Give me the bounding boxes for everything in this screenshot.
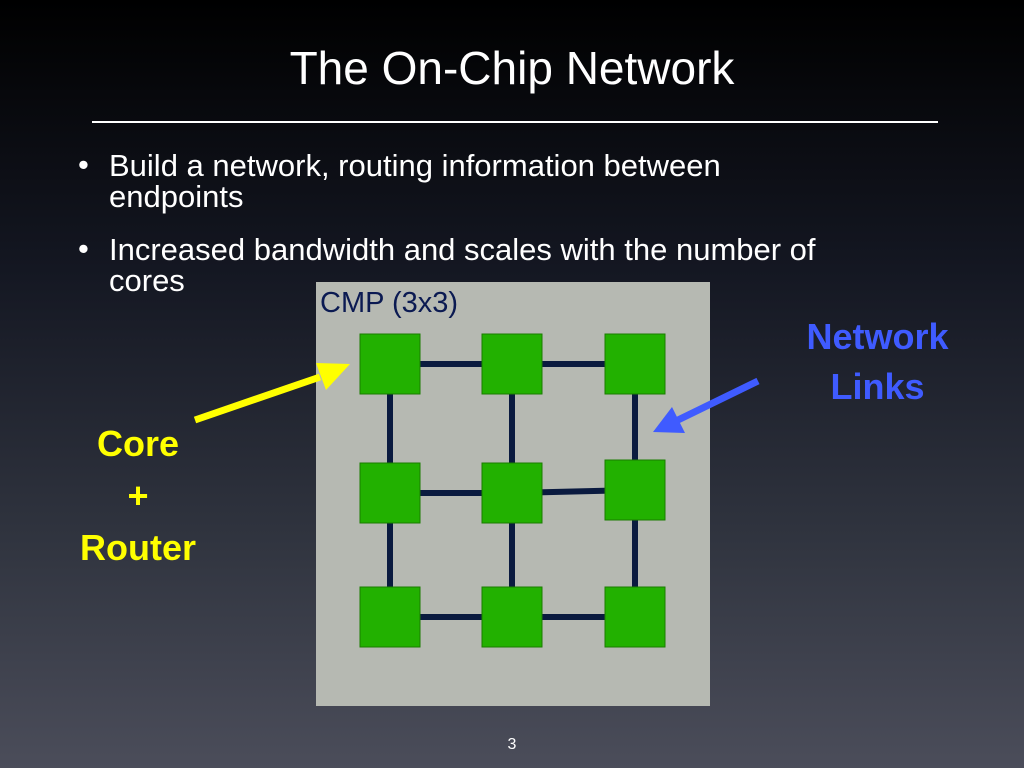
bullet-text-line2: cores bbox=[109, 263, 185, 298]
nodes-layer bbox=[359, 333, 666, 648]
core-router-node bbox=[604, 459, 666, 521]
core-router-node bbox=[359, 333, 421, 395]
core-label-line1: Core bbox=[96, 423, 180, 464]
bullet-item: • Build a network, routing information b… bbox=[76, 147, 956, 214]
bullet-list: • Build a network, routing information b… bbox=[76, 147, 956, 318]
core-router-label: Core + Router bbox=[58, 418, 218, 574]
links-label-line2: Links bbox=[830, 366, 925, 407]
title-divider bbox=[92, 121, 938, 123]
core-label-line3: Router bbox=[80, 527, 196, 568]
bullet-text-line1: Build a network, routing information bet… bbox=[109, 148, 721, 183]
blue-arrow-head-icon bbox=[653, 407, 685, 433]
bullet-dot-icon: • bbox=[78, 147, 89, 182]
core-router-node bbox=[604, 333, 666, 395]
arrows-layer bbox=[193, 363, 760, 433]
page-number: 3 bbox=[507, 736, 517, 753]
cmp-label: CMP (3x3) bbox=[320, 287, 459, 319]
bullet-text-line1: Increased bandwidth and scales with the … bbox=[109, 232, 816, 267]
bullet-item: • Increased bandwidth and scales with th… bbox=[76, 231, 956, 298]
slide-title: The On-Chip Network bbox=[289, 42, 735, 94]
core-router-node bbox=[481, 333, 543, 395]
core-router-node bbox=[481, 586, 543, 648]
blue-arrow-shaft bbox=[676, 377, 760, 424]
links-label-line1: Network bbox=[806, 316, 949, 357]
yellow-arrow-head-icon bbox=[316, 363, 350, 390]
network-links-label: Network Links bbox=[780, 312, 975, 412]
bullet-text-line2: endpoints bbox=[109, 179, 244, 214]
yellow-arrow-shaft bbox=[193, 373, 322, 424]
core-router-node bbox=[359, 586, 421, 648]
core-router-node bbox=[481, 462, 543, 524]
core-router-node bbox=[359, 462, 421, 524]
core-label-line2: + bbox=[127, 475, 149, 516]
core-router-node bbox=[604, 586, 666, 648]
bullet-dot-icon: • bbox=[78, 231, 89, 266]
